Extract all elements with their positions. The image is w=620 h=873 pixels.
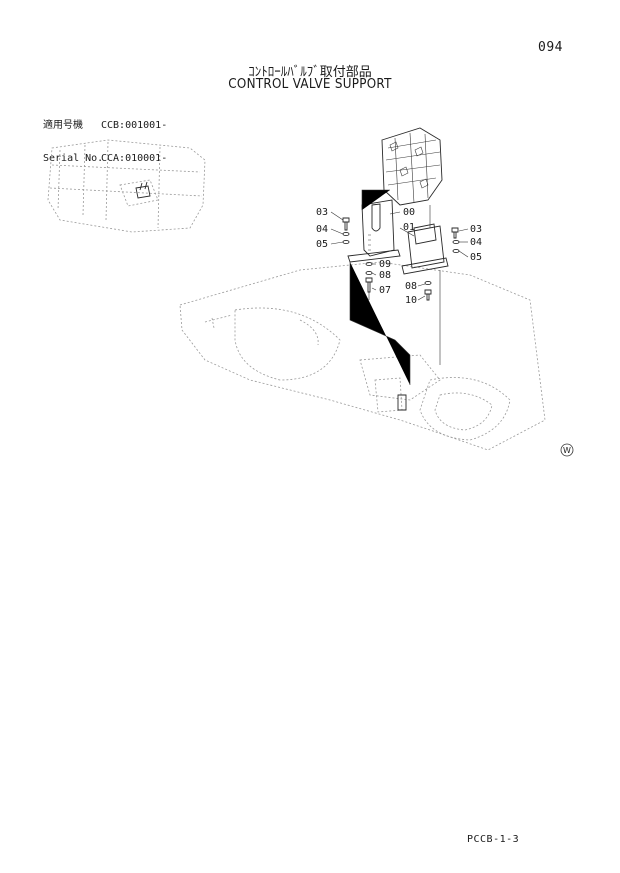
callout-01: 01 — [403, 222, 415, 233]
serial-block: 適用号機 CCB:001001- Serial No.CCA:010001- — [43, 98, 167, 175]
w-mark: W — [560, 443, 574, 457]
callout-00: 00 — [403, 207, 415, 218]
serial-en-label: Serial No. — [43, 153, 104, 164]
w-mark-letter: W — [563, 446, 571, 455]
callout-03-right: 03 — [470, 224, 482, 235]
page-number: 094 — [538, 40, 563, 55]
footer-code: PCCB-1-3 — [467, 834, 520, 845]
callout-04-left: 04 — [316, 224, 328, 235]
leader-lines — [330, 211, 469, 301]
title-japanese: ｺﾝﾄﾛｰﾙﾊﾞﾙﾌﾞ取付部品 — [248, 65, 372, 80]
bracket-right — [401, 223, 449, 275]
serial-en-value: CCA:010001- — [101, 153, 168, 164]
upper-frame-ghost — [179, 261, 546, 451]
control-valve — [381, 127, 443, 206]
bracket-left — [347, 199, 401, 263]
callout-10: 10 — [405, 295, 417, 306]
title-english: CONTROL VALVE SUPPORT — [228, 77, 392, 92]
machine-body-ghost — [47, 139, 206, 233]
callout-04-right: 04 — [470, 237, 482, 248]
callout-08-right: 08 — [405, 281, 417, 292]
callout-07: 07 — [379, 285, 391, 296]
callout-05-right: 05 — [470, 252, 482, 263]
callout-08-left: 08 — [379, 270, 391, 281]
assembly-lines — [349, 189, 441, 385]
callout-05-left: 05 — [316, 239, 328, 250]
serial-jp-value: CCB:001001- — [101, 120, 168, 131]
callout-09: 09 — [379, 259, 391, 270]
serial-jp-label: 適用号機 — [43, 120, 83, 131]
callout-03-left: 03 — [316, 207, 328, 218]
